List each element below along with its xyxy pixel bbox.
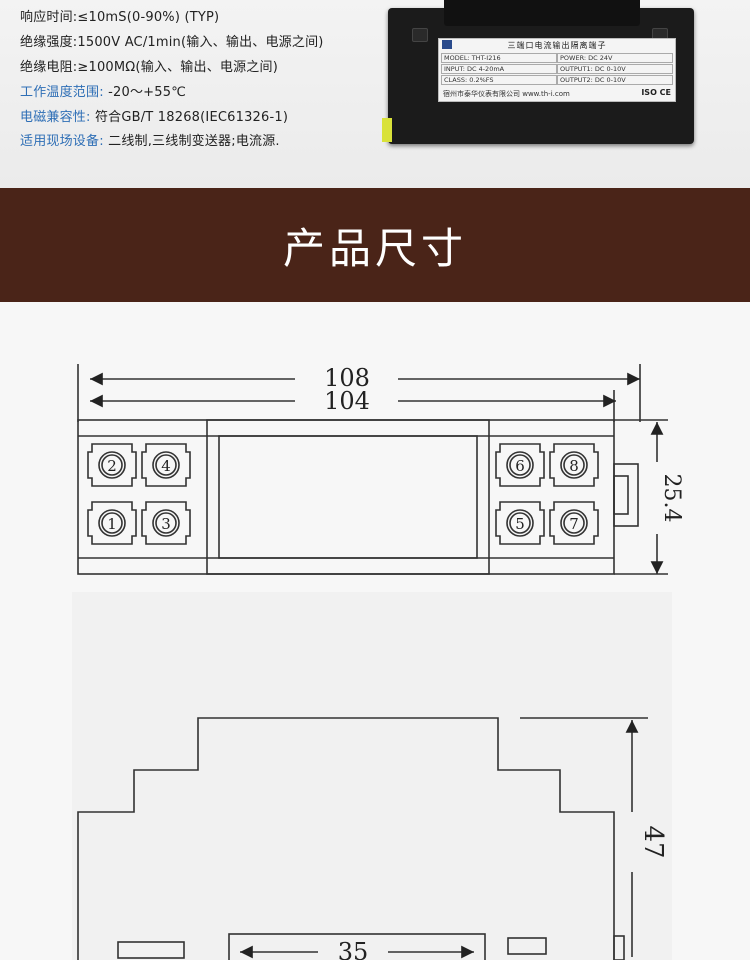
terminal-label: 6 — [515, 457, 525, 475]
terminal-label: 2 — [107, 457, 117, 475]
spec-emc-value: 符合GB/T 18268(IEC61326-1) — [94, 110, 289, 125]
dim-overall-length: 108 — [324, 364, 370, 392]
terminal-label: 7 — [569, 515, 579, 533]
spec-emc: 电磁兼容性: 符合GB/T 18268(IEC61326-1) — [20, 106, 288, 125]
side-view — [77, 717, 648, 960]
spec-insulation-strength: 绝缘强度:1500V AC/1min(输入、输出、电源之间) — [20, 35, 324, 50]
label-power: POWER: DC 24V — [557, 53, 673, 63]
device-din-clip — [382, 118, 392, 142]
drawing-svg: 2 4 1 3 6 8 5 7 108 104 25.4 — [72, 364, 684, 960]
spec-temperature-value: -20～+55℃ — [108, 85, 186, 100]
spec-devices-value: 二线制,三线制变送器;电流源. — [108, 134, 280, 146]
banner-title: 产品尺寸 — [282, 223, 467, 273]
certification-marks: ISO CE — [641, 88, 671, 97]
terminal-label: 4 — [161, 457, 171, 475]
dim-inner-width: 35 — [338, 938, 369, 960]
section-banner: 产品尺寸 — [0, 188, 750, 302]
side-view-panel — [72, 592, 672, 960]
spec-devices: 适用现场设备: 二线制,三线制变送器;电流源. — [20, 130, 280, 146]
spec-emc-label: 电磁兼容性: — [20, 110, 91, 125]
dim-height: 25.4 — [659, 474, 684, 523]
label-output1: OUTPUT1: DC 0-10V — [557, 64, 673, 74]
spec-temperature-label: 工作温度范围: — [20, 85, 104, 100]
terminal-group — [87, 443, 599, 545]
spec-devices-label: 适用现场设备: — [20, 134, 104, 146]
product-label: 三端口电流输出隔离端子 MODEL: THT-I216 POWER: DC 24… — [438, 38, 676, 102]
product-label-title: 三端口电流输出隔离端子 — [507, 41, 607, 50]
company-logo-icon — [442, 40, 452, 49]
dim-body-length: 104 — [324, 387, 370, 415]
device-top-block — [444, 0, 640, 26]
product-photo: 三端口电流输出隔离端子 MODEL: THT-I216 POWER: DC 24… — [382, 0, 700, 148]
label-footer: 宿州市泰华仪表有限公司 www.th-i.com — [443, 90, 570, 98]
label-class: CLASS: 0.2%FS — [441, 75, 557, 85]
spec-insulation-resistance: 绝缘电阻:≥100MΩ(输入、输出、电源之间) — [20, 60, 278, 75]
terminal-label: 3 — [161, 515, 171, 533]
device-terminal — [412, 28, 428, 42]
label-input: INPUT: DC 4-20mA — [441, 64, 557, 74]
label-model: MODEL: THT-I216 — [441, 53, 557, 63]
spec-response-time: 响应时间:≤10mS(0-90%) (TYP) — [20, 10, 220, 25]
dim-depth: 47 — [638, 825, 668, 858]
dimension-drawing: 2 4 1 3 6 8 5 7 108 104 25.4 — [0, 302, 750, 960]
terminal-label: 1 — [107, 515, 117, 533]
label-output2: OUTPUT2: DC 0-10V — [557, 75, 673, 85]
spec-section: 响应时间:≤10mS(0-90%) (TYP) 绝缘强度:1500V AC/1m… — [0, 0, 750, 188]
spec-temperature: 工作温度范围: -20～+55℃ — [20, 81, 186, 100]
terminal-label: 8 — [569, 457, 579, 475]
terminal-label: 5 — [515, 515, 525, 533]
